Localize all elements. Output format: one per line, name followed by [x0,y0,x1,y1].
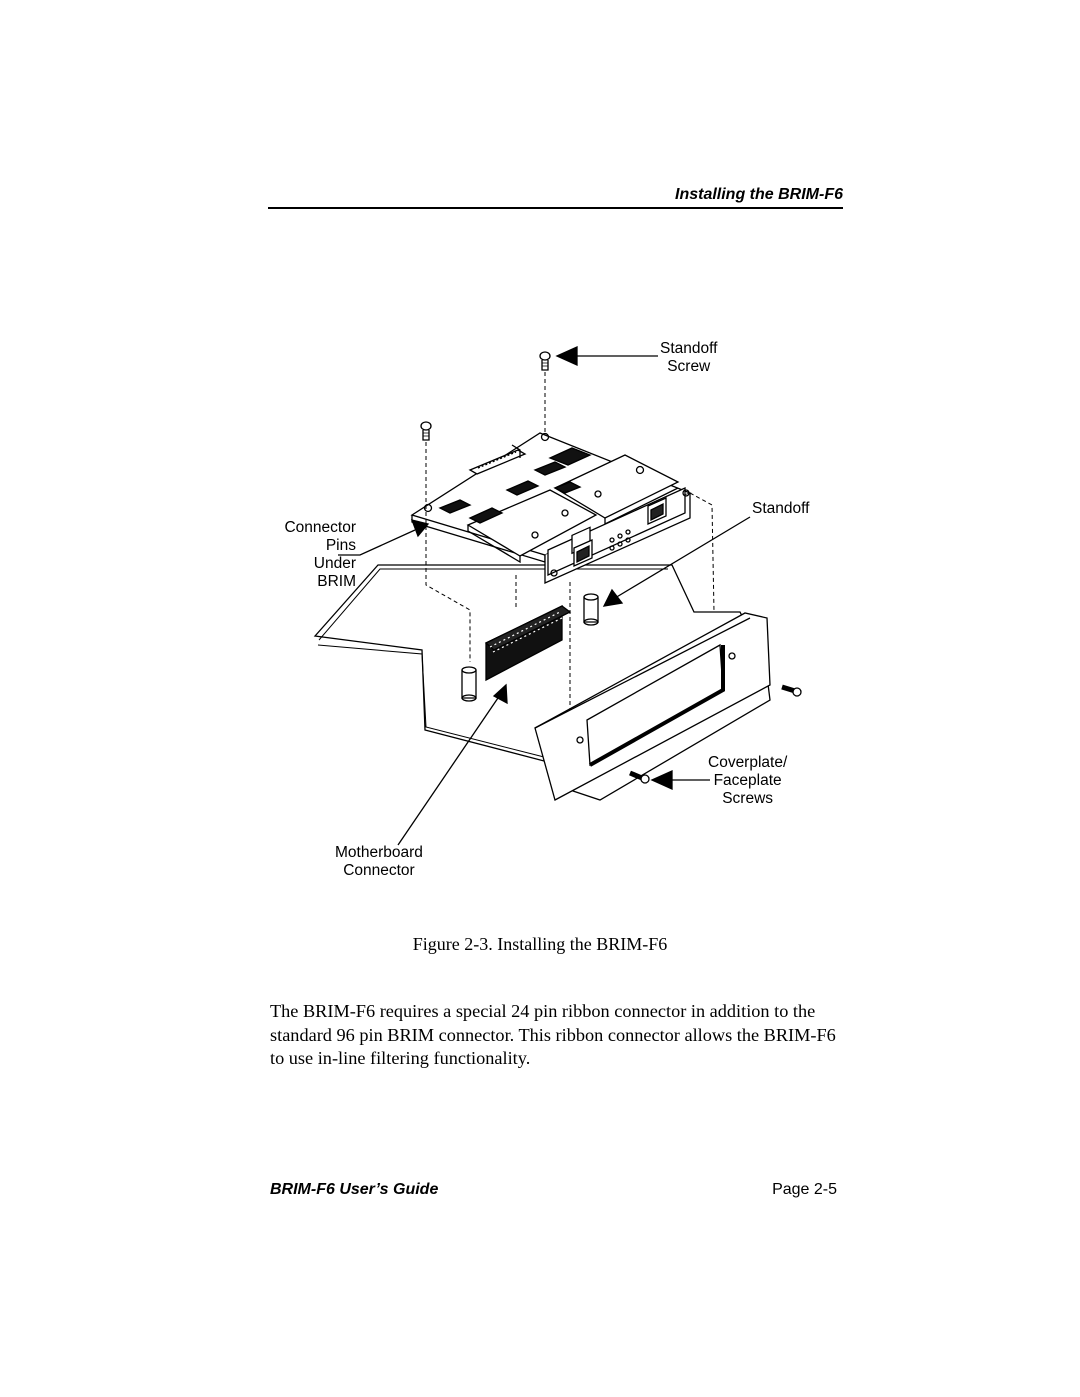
faceplate-screw-left [629,770,650,784]
body-paragraph: The BRIM-F6 requires a special 24 pin ri… [270,1001,836,1068]
header-rule [268,207,843,209]
brim-board [410,432,692,585]
faceplate-screw-right [781,684,802,697]
label-coverplate-screws: Coverplate/ Faceplate Screws [708,754,788,807]
standoff-left [461,666,477,702]
footer-guide-title: BRIM-F6 User’s Guide [270,1181,439,1198]
standoff-screw-top [539,351,551,371]
motherboard-outline [313,564,771,801]
motherboard-connector-block [484,604,572,682]
standoff-right [583,593,599,626]
installation-diagram [313,345,802,846]
coverplate [534,612,771,801]
standoff-screw-left [420,421,432,441]
label-motherboard-connector: Motherboard Connector [335,844,423,879]
running-header: Installing the BRIM-F6 [675,186,843,203]
label-standoff-screw: Standoff Screw [660,340,718,375]
label-standoff: Standoff [752,500,810,517]
callout-arrows [338,345,751,846]
label-connector-pins: Connector Pins Under BRIM [284,519,356,590]
footer-page-number: Page 2-5 [772,1181,837,1198]
figure-caption: Figure 2-3. Installing the BRIM-F6 [412,934,668,954]
